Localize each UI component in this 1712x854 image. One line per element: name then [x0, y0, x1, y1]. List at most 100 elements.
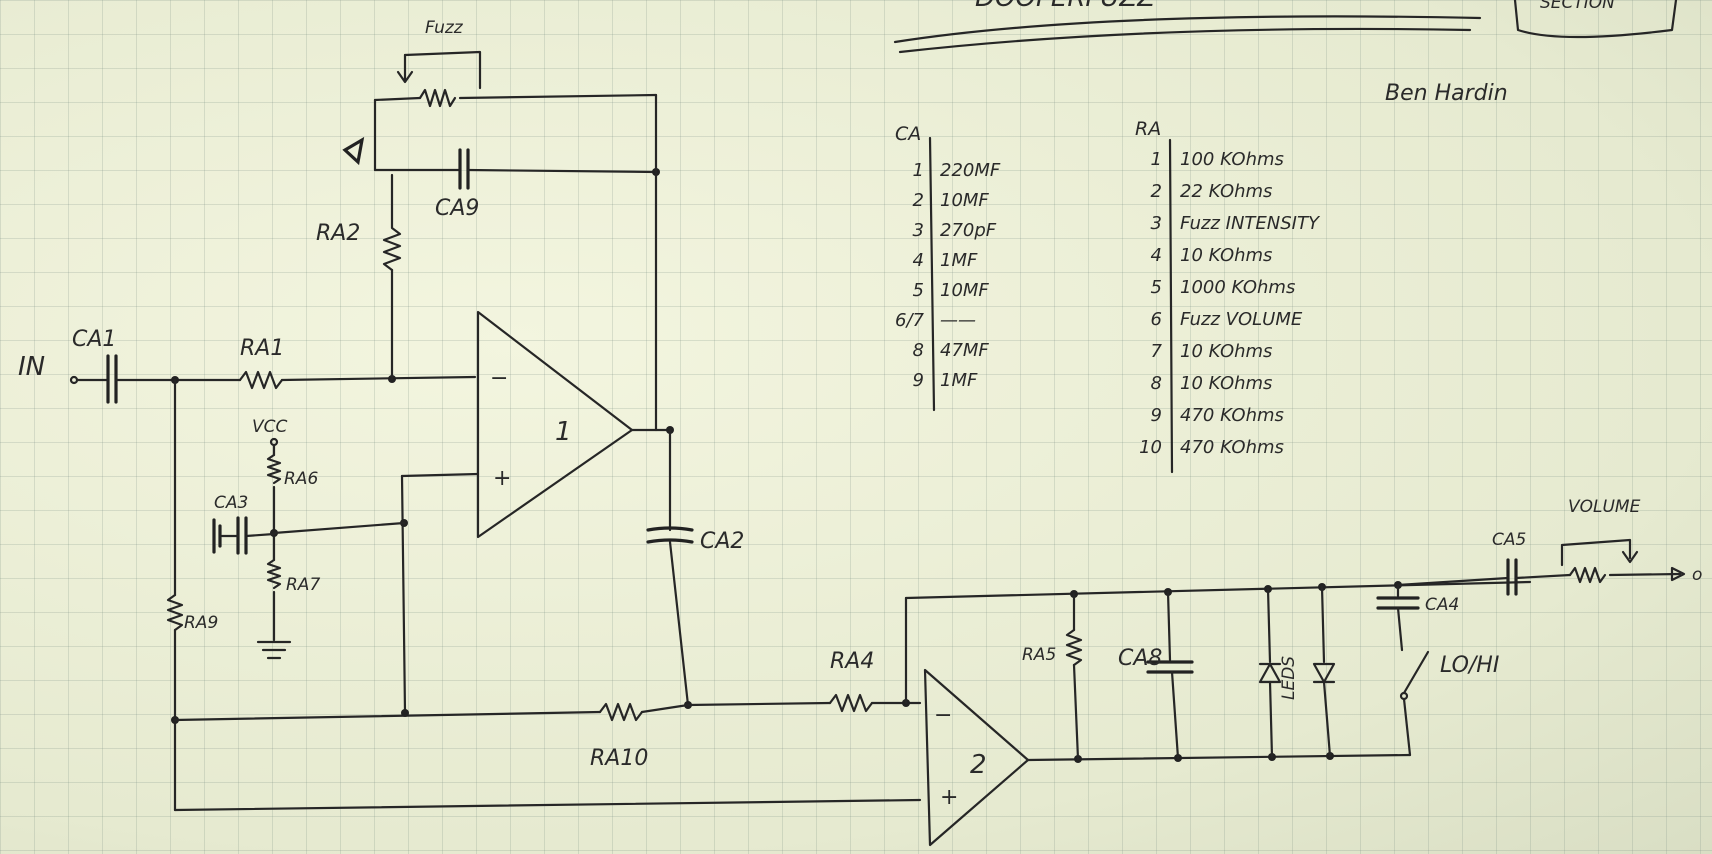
- bias-network: VCC RA6 CA3 RA7: [212, 417, 480, 714]
- opamp2-plus: +: [940, 785, 958, 810]
- ca-table-row-value: 270pF: [940, 220, 997, 241]
- clipping-network: RA5 CA8 LEDS CA4: [904, 497, 1702, 761]
- title-area: DOOFERFUZZ SECTION Ben Hardin: [893, 0, 1678, 106]
- opamp1-minus: −: [490, 366, 508, 391]
- ca-table-row-value: 10MF: [940, 190, 989, 211]
- input-section: IN CA1 RA1: [18, 327, 477, 404]
- ra-table-row-number: 2: [1151, 181, 1162, 202]
- ra-table-row-value: Fuzz INTENSITY: [1180, 213, 1321, 234]
- opamp1-plus: +: [493, 466, 511, 491]
- resistor-ra9: RA9: [166, 593, 218, 633]
- fuzz-potentiometer: Fuzz: [373, 18, 658, 108]
- leds-label: LEDS: [1279, 656, 1299, 700]
- ra-table-row-value: 10 KOhms: [1180, 373, 1272, 394]
- ra-table-row-value: 470 KOhms: [1180, 437, 1284, 458]
- ra-table-header: RA: [1135, 118, 1161, 140]
- fuzz-label: Fuzz: [425, 18, 464, 38]
- lo-hi-label: LO/HI: [1440, 653, 1499, 678]
- ground-scribble: [342, 136, 365, 166]
- ra5-label: RA5: [1022, 645, 1056, 665]
- ca-table-row-number: 2: [913, 190, 924, 211]
- section-box: [1513, 0, 1678, 39]
- resistor-ra4: RA4: [828, 649, 874, 713]
- ra-table-row-number: 7: [1151, 341, 1163, 362]
- resistor-ra6: RA6: [266, 453, 318, 489]
- interstage: CA2 RA10 RA4: [590, 428, 922, 771]
- resistor-ra10: RA10: [590, 702, 648, 771]
- ca-table-row-value: ——: [940, 310, 976, 331]
- ca-table-row-value: 47MF: [940, 340, 989, 361]
- vcc-label: VCC: [252, 417, 287, 437]
- ra-table-row-number: 1: [1151, 149, 1162, 170]
- volume-potentiometer: VOLUME o: [1514, 497, 1702, 585]
- input-label: IN: [18, 352, 45, 382]
- ca-table-row-value: 10MF: [940, 280, 989, 301]
- ca-table-row-value: 1MF: [940, 370, 978, 391]
- opamp1-label: 1: [555, 417, 572, 447]
- ca8-label: CA8: [1118, 646, 1162, 671]
- ra-table-row-value: 22 KOhms: [1180, 181, 1272, 202]
- capacitor-ca3: CA3: [212, 493, 276, 555]
- output-label: o: [1692, 565, 1702, 585]
- ra-table-row-value: 10 KOhms: [1180, 341, 1272, 362]
- ca-table-row-number: 1: [913, 160, 924, 181]
- capacitor-ca9: CA9: [435, 148, 479, 221]
- opamp2-label: 2: [970, 750, 987, 780]
- resistor-ra5: RA5: [1022, 592, 1083, 761]
- ca2-label: CA2: [700, 529, 744, 554]
- ca4-label: CA4: [1425, 595, 1459, 615]
- ra-table-row-number: 10: [1139, 437, 1162, 458]
- ca-table-row-value: 1MF: [940, 250, 978, 271]
- volume-label: VOLUME: [1568, 497, 1641, 517]
- opamp-2: − + 2: [923, 668, 1412, 847]
- ca9-label: CA9: [435, 196, 479, 221]
- ra-table-row-number: 3: [1151, 213, 1162, 234]
- ground-symbol: [256, 640, 292, 660]
- author-name: Ben Hardin: [1385, 81, 1508, 106]
- ca-table-row-value: 220MF: [940, 160, 1001, 181]
- ca-table-row-number: 9: [913, 370, 924, 391]
- led-pair: LEDS: [1258, 585, 1336, 759]
- ca-table-row-number: 3: [913, 220, 924, 241]
- opamp2-minus: −: [934, 703, 952, 728]
- capacitor-ca2: CA2: [646, 526, 744, 554]
- resistor-table: RA 1 100 KOhms 2 22 KOhms 3 Fuzz INTENSITY 4 10…: [1135, 118, 1321, 474]
- ra1-label: RA1: [240, 336, 284, 361]
- lo-hi-switch: LO/HI: [1396, 606, 1499, 757]
- ra-table-row-value: 470 KOhms: [1180, 405, 1284, 426]
- ra-table-row-number: 5: [1151, 277, 1162, 298]
- resistor-ra2: RA2: [316, 173, 402, 272]
- ra-table-row-value: 10 KOhms: [1180, 245, 1272, 266]
- opamp-1: − + 1: [476, 310, 674, 539]
- ra-table-row-number: 8: [1151, 373, 1162, 394]
- ra-table-row-number: 4: [1151, 245, 1162, 266]
- title-text: DOOFERFUZZ: [975, 0, 1156, 13]
- ra7-label: RA7: [286, 575, 320, 595]
- ra-table-row-value: 1000 KOhms: [1180, 277, 1295, 298]
- ra10-label: RA10: [590, 746, 648, 771]
- ra2-label: RA2: [316, 221, 360, 246]
- ca5-label: CA5: [1492, 530, 1526, 550]
- ca-table-header: CA: [895, 123, 921, 145]
- ca-table-row-number: 5: [913, 280, 924, 301]
- ra4-label: RA4: [830, 649, 874, 674]
- ra-table-row-value: Fuzz VOLUME: [1180, 309, 1303, 330]
- ca-table-row-number: 4: [913, 250, 924, 271]
- ra-table-row-value: 100 KOhms: [1180, 149, 1284, 170]
- capacitor-ca8: CA8: [1118, 590, 1194, 760]
- feedback-network-1: RA2 CA9 Fuzz: [316, 18, 660, 432]
- resistor-ra1: RA1: [238, 336, 284, 390]
- capacitor-ca5: CA5: [1396, 530, 1526, 596]
- input-shunt: RA9: [166, 378, 922, 812]
- capacitor-ca4: CA4: [1376, 583, 1459, 615]
- section-text: SECTION: [1540, 0, 1615, 13]
- ra-table-row-number: 6: [1151, 309, 1162, 330]
- ca1-label: CA1: [72, 327, 116, 352]
- ca3-label: CA3: [214, 493, 248, 513]
- ca-table-row-number: 6/7: [895, 310, 925, 331]
- capacitor-ca1: CA1: [72, 327, 118, 404]
- resistor-ra7: RA7: [266, 558, 320, 595]
- ra9-label: RA9: [184, 613, 218, 633]
